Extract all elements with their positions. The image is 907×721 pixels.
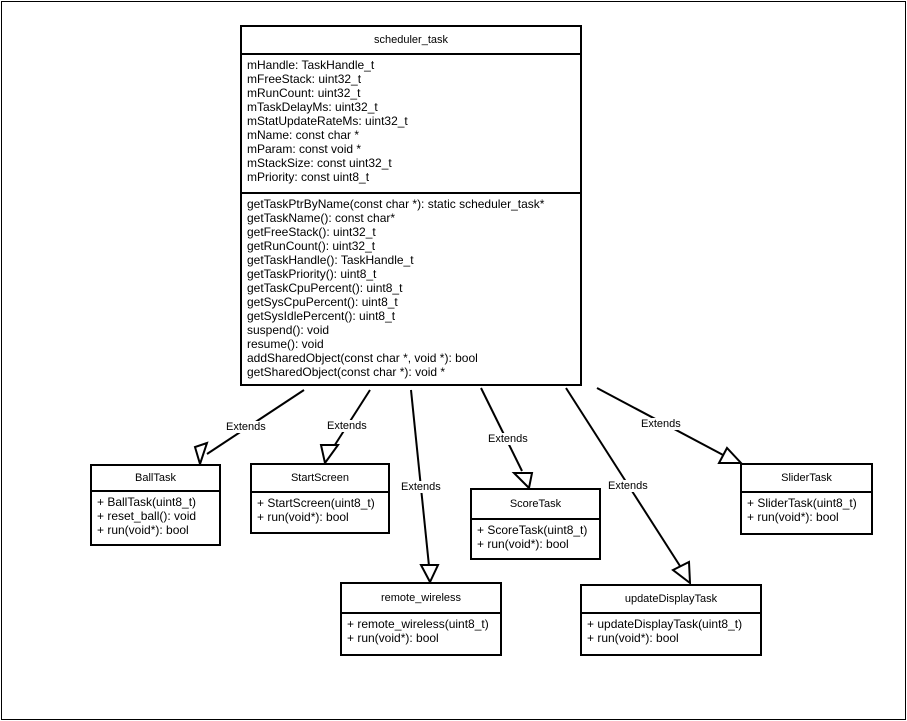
class-name: SliderTask [742,465,871,493]
members-section: + StartScreen(uint8_t) + run(void*): boo… [252,493,388,527]
attribute: mStatUpdateRateMs: uint32_t [247,114,408,128]
edge-updatedisplaytask [565,387,681,567]
class-name: ScoreTask [472,490,599,520]
attribute: mFreeStack: uint32_t [247,72,362,86]
arrowhead-scoretask [511,472,534,491]
attribute: mTaskDelayMs: uint32_t [247,100,378,114]
class-startscreen: StartScreen + StartScreen(uint8_t) + run… [250,463,390,534]
arrowhead-balltask [193,441,209,468]
class-scoretask: ScoreTask + ScoreTask(uint8_t) + run(voi… [470,488,601,560]
class-name: remote_wireless [342,584,500,614]
member: + run(void*): bool [97,523,189,537]
member: + run(void*): bool [747,510,839,524]
members-section: + updateDisplayTask(uint8_t) + run(void*… [582,614,760,648]
member: + remote_wireless(uint8_t) [347,617,489,631]
class-name: StartScreen [252,465,388,493]
class-scheduler-task: scheduler_task mHandle: TaskHandle_t mFr… [240,25,582,386]
method: addSharedObject(const char *, void *): b… [247,351,478,365]
method: getSysIdlePercent(): uint8_t [247,309,396,323]
arrowhead-startscreen [319,444,340,466]
member: + ScoreTask(uint8_t) [477,523,588,537]
method: getTaskCpuPercent(): uint8_t [247,281,403,295]
member: + run(void*): bool [347,631,439,645]
attribute: mName: const char * [247,128,360,142]
arrowhead-slidertask [717,446,744,464]
extends-label-slidertask: Extends [640,418,682,430]
method: getTaskHandle(): TaskHandle_t [247,253,414,267]
edge-remote-wireless [410,389,430,567]
members-section: + SliderTask(uint8_t) + run(void*): bool [742,493,871,527]
attribute: mPriority: const uint8_t [247,170,370,184]
attribute: mStackSize: const uint32_t [247,156,392,170]
method: getSysCpuPercent(): uint8_t [247,295,398,309]
extends-label-remote-wireless: Extends [400,481,442,493]
extends-label-scoretask: Extends [487,433,529,445]
class-name: BallTask [92,466,219,492]
member: + reset_ball(): void [97,509,197,523]
members-section: + BallTask(uint8_t) + reset_ball(): void… [92,492,219,540]
method: getTaskPtrByName(const char *): static s… [247,197,545,211]
method: getTaskPriority(): uint8_t [247,267,377,281]
member: + BallTask(uint8_t) [97,495,197,509]
members-section: + remote_wireless(uint8_t) + run(void*):… [342,614,500,648]
edge-scoretask [480,387,523,472]
methods-section: getTaskPtrByName(const char *): static s… [242,192,580,382]
member: + run(void*): bool [477,537,569,551]
member: + StartScreen(uint8_t) [257,496,375,510]
method: getFreeStack(): uint32_t [247,225,376,239]
class-name: scheduler_task [242,27,580,55]
method: resume(): void [247,337,324,351]
class-updatedisplaytask: updateDisplayTask + updateDisplayTask(ui… [580,584,762,656]
member: + updateDisplayTask(uint8_t) [587,617,743,631]
attribute: mParam: const void * [247,142,362,156]
extends-label-updatedisplaytask: Extends [607,480,649,492]
class-balltask: BallTask + BallTask(uint8_t) + reset_bal… [90,464,221,546]
member: + run(void*): bool [257,510,349,524]
method: getTaskName(): const char* [247,211,396,225]
method: suspend(): void [247,323,330,337]
class-remote-wireless: remote_wireless + remote_wireless(uint8_… [340,582,502,656]
attribute: mHandle: TaskHandle_t [247,58,375,72]
member: + SliderTask(uint8_t) [747,496,857,510]
arrowhead-remote-wireless [419,564,440,585]
member: + run(void*): bool [587,631,679,645]
attributes-section: mHandle: TaskHandle_t mFreeStack: uint32… [242,55,580,192]
class-name: updateDisplayTask [582,586,760,614]
extends-label-balltask: Extends [225,421,267,433]
attribute: mRunCount: uint32_t [247,86,361,100]
arrowhead-updatedisplaytask [671,560,692,586]
method: getSharedObject(const char *): void * [247,365,446,379]
method: getRunCount(): uint32_t [247,239,376,253]
members-section: + ScoreTask(uint8_t) + run(void*): bool [472,520,599,554]
extends-label-startscreen: Extends [326,420,368,432]
class-slidertask: SliderTask + SliderTask(uint8_t) + run(v… [740,463,873,535]
